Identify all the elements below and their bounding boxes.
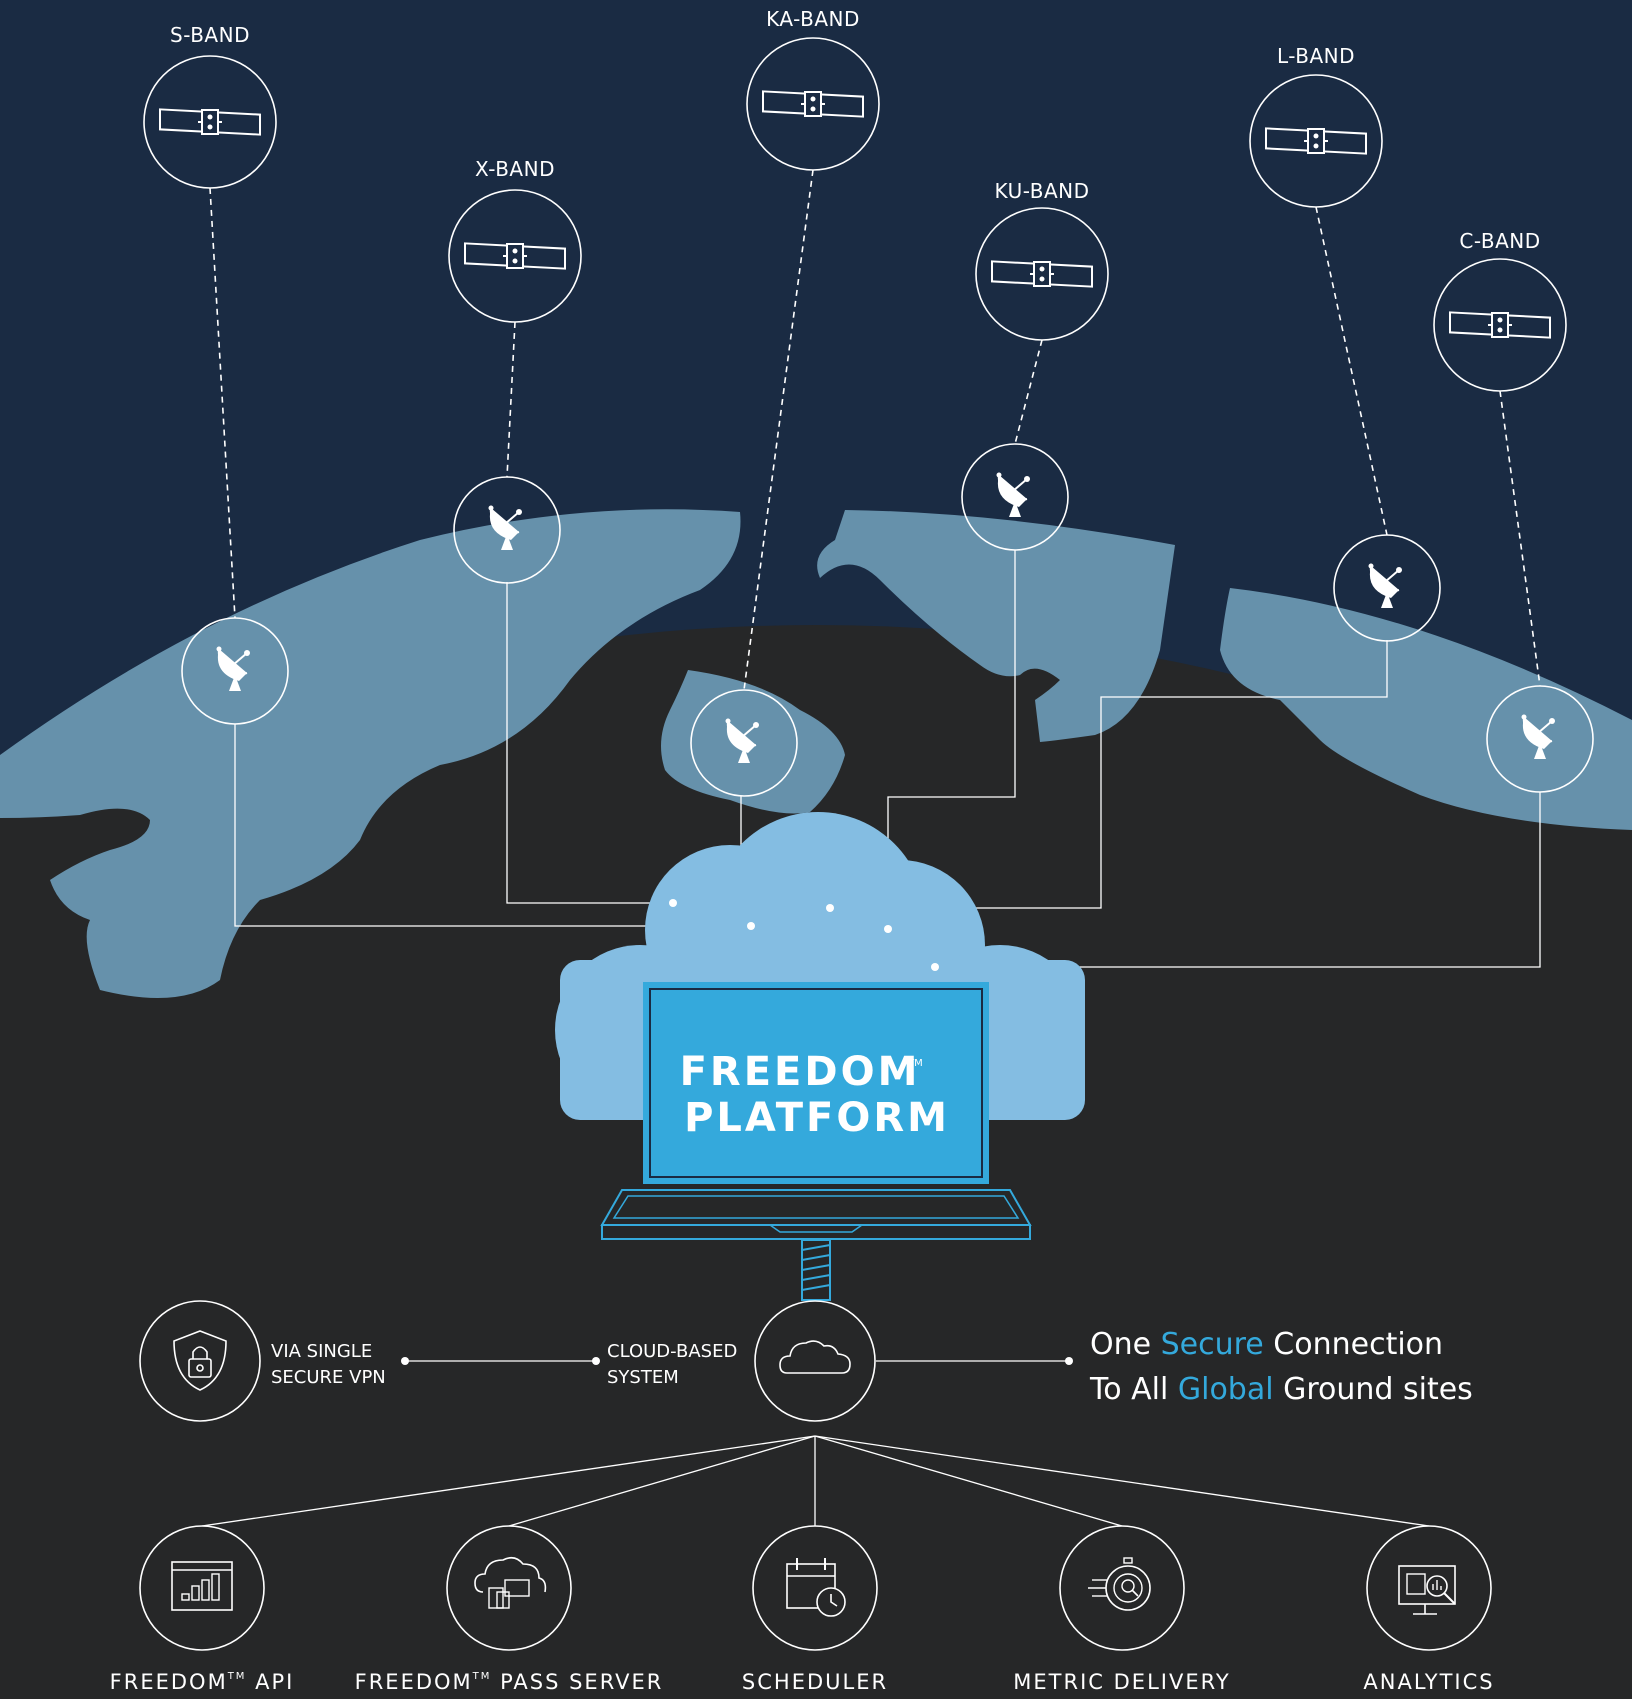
continents xyxy=(0,509,1632,998)
uplink-line xyxy=(209,187,236,619)
uplink-line xyxy=(1014,339,1043,445)
ground-station xyxy=(181,617,289,725)
satellite-node: KU-BAND xyxy=(975,179,1109,341)
feature-link xyxy=(508,1435,816,1527)
vpn-label-line2: SECURE VPN xyxy=(271,1367,386,1388)
feature-circle xyxy=(446,1525,572,1651)
satellite-node: KA-BAND xyxy=(746,7,880,171)
connection-dot xyxy=(669,899,677,907)
shield-lock-icon xyxy=(173,1330,227,1391)
ground-station-circle xyxy=(181,617,289,725)
laptop-cable xyxy=(801,1239,831,1301)
platform-title-line1: FREEDOM xyxy=(680,1049,921,1095)
ground-station xyxy=(453,476,561,584)
tagline-line1: One Secure Connection xyxy=(1090,1327,1443,1362)
ground-station-circle xyxy=(961,443,1069,551)
feature-label: SCHEDULER xyxy=(742,1670,888,1694)
feature-circle xyxy=(752,1525,878,1651)
cloud-system-circle xyxy=(754,1300,876,1422)
cloud-based-label-line1: CLOUD-BASED xyxy=(607,1341,737,1362)
cloud-devices-icon xyxy=(474,1556,547,1609)
band-label: L-BAND xyxy=(1277,44,1355,68)
feature-label: FREEDOMTM PASS SERVER xyxy=(355,1670,664,1694)
network-link xyxy=(506,582,673,904)
ground-station-circle xyxy=(1333,534,1441,642)
band-label: KA-BAND xyxy=(766,7,860,31)
satellite-circle xyxy=(975,207,1109,341)
feature-item: FREEDOMTM API xyxy=(110,1525,295,1694)
speed-search-icon xyxy=(1088,1557,1151,1611)
calendar-clock-icon xyxy=(786,1558,846,1617)
feature-link xyxy=(814,1435,1430,1527)
satellite-circle xyxy=(448,189,582,323)
satellite-node: L-BAND xyxy=(1249,44,1383,208)
uplink-line xyxy=(1499,390,1541,687)
band-label: KU-BAND xyxy=(995,179,1090,203)
satellite-circle xyxy=(1249,74,1383,208)
ground-station xyxy=(1486,685,1594,793)
feature-label: FREEDOMTM API xyxy=(110,1670,295,1694)
satellite-circle xyxy=(143,55,277,189)
laptop: FREEDOM TM PLATFORM xyxy=(600,982,1032,1240)
platform-title-line2: PLATFORM xyxy=(684,1095,950,1141)
network-link xyxy=(935,792,1541,968)
band-label: S-BAND xyxy=(170,23,250,47)
satellite-node: S-BAND xyxy=(143,23,277,189)
satellite-node: C-BAND xyxy=(1433,229,1567,392)
ground-station-circle xyxy=(453,476,561,584)
feature-link xyxy=(814,1435,1123,1527)
connection-dot xyxy=(826,904,834,912)
network-link xyxy=(234,724,751,927)
tagline-line2: To All Global Ground sites xyxy=(1089,1372,1473,1407)
vpn-label-line1: VIA SINGLE xyxy=(271,1341,372,1362)
network-link xyxy=(830,640,1388,909)
cloud-icon xyxy=(779,1340,851,1374)
satellite-circle xyxy=(746,37,880,171)
satellite-circle xyxy=(1433,258,1567,392)
feature-item: METRIC DELIVERY xyxy=(1013,1525,1230,1694)
feature-label: METRIC DELIVERY xyxy=(1013,1670,1230,1694)
bar-chart-window-icon xyxy=(171,1561,233,1611)
platform-tm: TM xyxy=(907,1058,923,1069)
ground-stations xyxy=(181,443,1594,797)
connection-dot xyxy=(931,963,939,971)
connection-dot xyxy=(884,925,892,933)
ground-station xyxy=(1333,534,1441,642)
feature-link xyxy=(201,1435,816,1527)
ground-station-circle xyxy=(1486,685,1594,793)
uplink-lines xyxy=(209,169,1541,691)
feature-item: ANALYTICS xyxy=(1363,1525,1494,1694)
feature-item: SCHEDULER xyxy=(742,1525,888,1694)
connection-dot xyxy=(747,922,755,930)
feature-item: FREEDOMTM PASS SERVER xyxy=(355,1525,664,1694)
cloud-based-label-line2: SYSTEM xyxy=(607,1367,679,1388)
uplink-line xyxy=(506,321,516,478)
security-row: VIA SINGLE SECURE VPN CLOUD-BASED SYSTEM… xyxy=(139,1300,1473,1422)
ground-station xyxy=(961,443,1069,551)
ground-station-circle xyxy=(690,689,798,797)
satellites: S-BAND X-BAND KA-BAND KU-BAND L-BAND C-BAND xyxy=(143,7,1567,392)
feature-label: ANALYTICS xyxy=(1363,1670,1494,1694)
band-label: C-BAND xyxy=(1459,229,1540,253)
band-label: X-BAND xyxy=(475,157,555,181)
monitor-analytics-icon xyxy=(1398,1565,1456,1615)
ground-station xyxy=(690,689,798,797)
feature-links xyxy=(201,1435,1430,1527)
features-row: FREEDOMTM API FREEDOMTM PASS SERVER SCHEDU… xyxy=(110,1525,1494,1694)
satellite-node: X-BAND xyxy=(448,157,582,323)
uplink-line xyxy=(1315,206,1388,536)
